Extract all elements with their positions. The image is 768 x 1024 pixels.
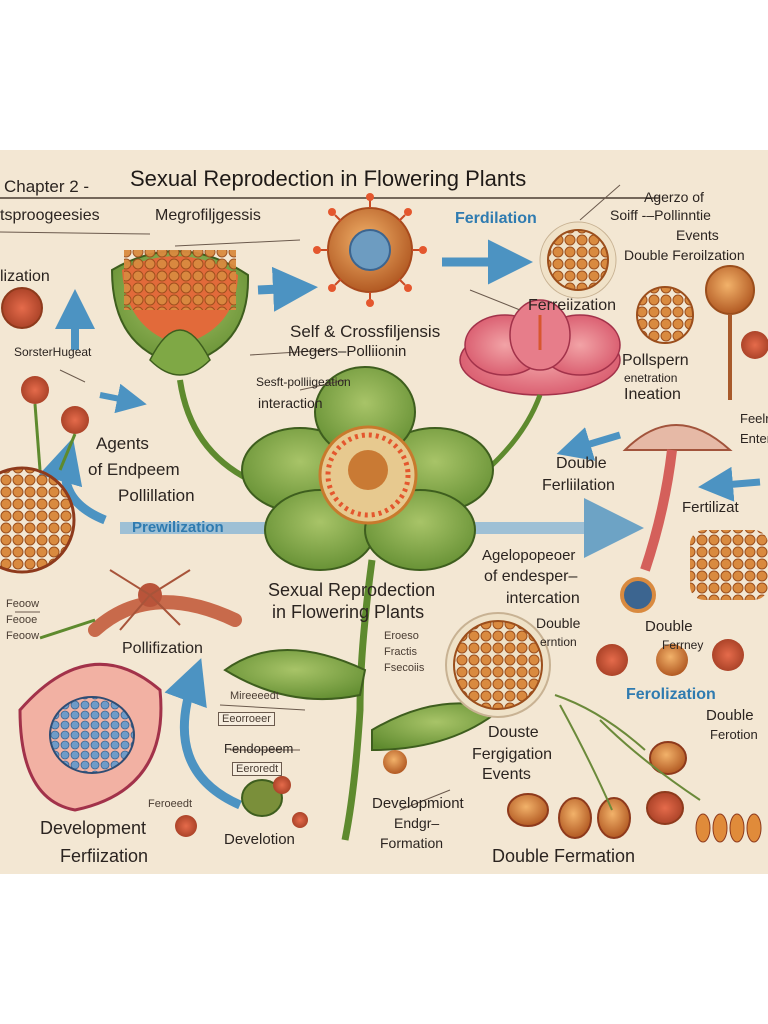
arrow-right-icon bbox=[257, 266, 318, 312]
arrow-curve-icon bbox=[164, 658, 242, 810]
diagram-canvas: Chapter 2 - Sexual Reprodection in Flowe… bbox=[0, 150, 768, 874]
pollen-cluster-illustration bbox=[539, 221, 768, 400]
label-left-small-1: Feoow bbox=[6, 598, 40, 610]
label-box-5: Feroeedt bbox=[148, 798, 193, 810]
center-title-2: in Flowering Plants bbox=[272, 602, 425, 622]
seeds-illustration bbox=[445, 530, 768, 843]
label-left-small-2: Feooe bbox=[6, 614, 38, 626]
center-title-1: Sexual Reprodection bbox=[268, 580, 436, 600]
label-interaction: interaction bbox=[258, 395, 323, 411]
left-seed-illustration bbox=[0, 287, 89, 574]
label-agelopopeoer: Agelopopeoer bbox=[482, 547, 576, 564]
label-ferolization: Ferolization bbox=[626, 686, 716, 703]
label-small-3: Fsecoiis bbox=[384, 662, 425, 674]
label-double-fer: Double bbox=[706, 707, 754, 724]
label-enetration: enetration bbox=[624, 371, 678, 385]
label-lization: lization bbox=[0, 268, 50, 285]
ovule-illustration bbox=[175, 750, 407, 837]
label-box-1: Mireeeedt bbox=[230, 690, 279, 702]
label-pollillation: Pollillation bbox=[118, 486, 195, 505]
label-double-mid: Double bbox=[536, 615, 581, 631]
label-enter: Enter bbox=[740, 431, 768, 446]
arrow-right-icon bbox=[99, 383, 147, 414]
label-double-fermation: Double Fermation bbox=[492, 846, 636, 866]
label-small-2: Fractis bbox=[384, 646, 417, 658]
label-left-small-3: Feoow bbox=[6, 630, 40, 642]
arrow-curve-icon bbox=[38, 437, 107, 525]
chapter-label: Chapter 2 - bbox=[4, 177, 90, 196]
label-development: Development bbox=[40, 818, 147, 838]
label-small-1: Eroeso bbox=[384, 630, 419, 642]
pollen-grain-illustration bbox=[313, 193, 427, 307]
label-events-2: Events bbox=[482, 766, 531, 783]
label-ineation: Ineation bbox=[624, 386, 681, 403]
label-soiff: Soiff -–Pollinntie bbox=[610, 207, 711, 223]
arrow-left-icon bbox=[698, 466, 761, 502]
label-intercation: intercation bbox=[506, 590, 580, 607]
embryo-sac-illustration bbox=[18, 618, 163, 812]
label-megers-polliionin: Megers–Polliionin bbox=[288, 343, 407, 360]
label-ferreiization: Ferreiization bbox=[528, 297, 617, 314]
page-title: Sexual Reprodection in Flowering Plants bbox=[130, 166, 527, 191]
label-agerzo: Agerzo of bbox=[644, 189, 704, 205]
label-feelr: Feelr bbox=[740, 411, 768, 426]
label-double-1: Double bbox=[556, 455, 607, 472]
label-of-endesper: of endesper– bbox=[484, 568, 578, 585]
label-of-endpeem: of Endpeem bbox=[88, 460, 180, 479]
label-pollspern: Pollspern bbox=[622, 352, 689, 369]
label-ferotion: Ferotion bbox=[710, 727, 758, 742]
label-fertilizat: Fertilizat bbox=[682, 499, 739, 516]
leader-lines bbox=[0, 184, 621, 811]
label-fendopeem: Fendopeem bbox=[224, 741, 294, 756]
label-box-2: Eeorroeer bbox=[218, 712, 275, 727]
label-double-right: Double bbox=[645, 618, 693, 635]
label-megrofiljgessis: Megrofiljgessis bbox=[155, 207, 261, 224]
label-ferliilation: Ferliilation bbox=[542, 477, 615, 494]
label-prewilization: Prewilization bbox=[132, 519, 224, 536]
label-double-ferozation: Double Feroilzation bbox=[624, 247, 745, 263]
label-self-cross: Self & Crossfiljensis bbox=[290, 322, 441, 341]
label-self-pollination: Sesft-polliigeation bbox=[256, 375, 351, 389]
label-erntion: erntion bbox=[540, 635, 577, 649]
label-tsproogeesies: tsproogeesies bbox=[0, 207, 100, 224]
label-douste: Douste bbox=[488, 724, 539, 741]
label-ferrney: Ferrney bbox=[662, 638, 704, 652]
label-developmiont: Developmiont bbox=[372, 795, 464, 812]
pollen-tube-illustration bbox=[88, 569, 242, 637]
label-pollifization: Pollifization bbox=[122, 640, 203, 657]
arrow-left-icon bbox=[556, 427, 622, 461]
label-endgr: Endgr– bbox=[394, 815, 440, 831]
label-fergigation: Fergigation bbox=[472, 746, 553, 763]
label-ferdilation: Ferdilation bbox=[455, 210, 537, 227]
label-develotion: Develotion bbox=[224, 831, 295, 848]
ovary-flower-illustration bbox=[110, 250, 252, 483]
central-flower-illustration bbox=[223, 366, 503, 841]
label-agents: Agents bbox=[96, 434, 149, 453]
label-ferfiization: Ferfiization bbox=[60, 846, 149, 866]
stigma-structure-illustration bbox=[622, 424, 733, 572]
label-sorsterhugeat: SorsterHugeat bbox=[14, 345, 92, 359]
label-formation: Formation bbox=[380, 835, 444, 851]
label-box-4: Eeroredt bbox=[232, 762, 283, 777]
label-events: Events bbox=[676, 227, 719, 243]
illustration bbox=[0, 184, 768, 843]
